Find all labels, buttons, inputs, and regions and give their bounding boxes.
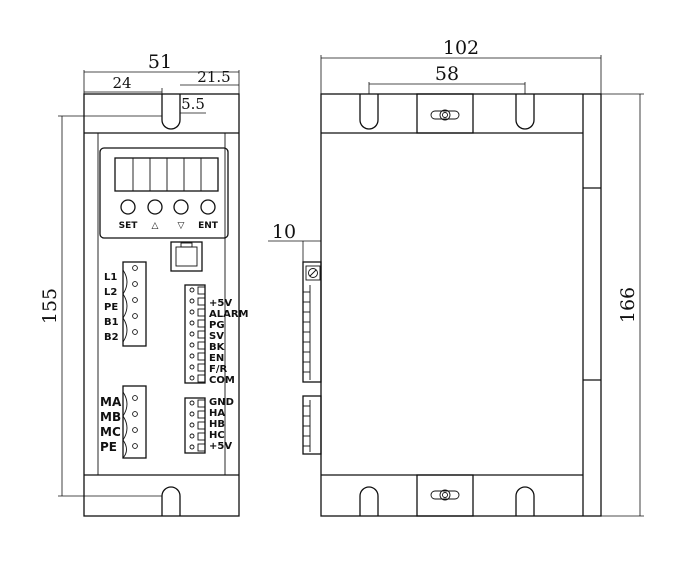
dim-slot-width: 5.5 [181, 95, 205, 113]
front-dimensions: 51 24 21.5 5.5 155 [39, 51, 240, 497]
signal-pg-label: PG [209, 320, 225, 331]
ent-button-label: ENT [198, 221, 219, 231]
heatsink-fin-profile [582, 94, 601, 516]
side-housing [320, 93, 602, 517]
signal-sv-label: SV [209, 331, 224, 342]
side-hall-connector [302, 395, 322, 455]
top-screw-block [416, 93, 474, 134]
rj45-port [170, 241, 203, 272]
ent-button [200, 199, 216, 215]
set-button [120, 199, 136, 215]
signal-fr-label: F/R [209, 364, 227, 375]
side-signal-connector [302, 261, 322, 383]
terminal-b1-label: B1 [104, 317, 119, 328]
signal-terminal-block: +5V ALARM PG SV BK EN F/R COM [184, 284, 249, 386]
bottom-mount-slot [161, 486, 181, 516]
top-mount-slot [161, 94, 181, 130]
dim-front-left-offset: 24 [112, 74, 131, 92]
signal-com-label: COM [209, 375, 235, 386]
hall-5v-label: +5V [209, 441, 232, 452]
hall-ha-label: HA [209, 408, 225, 419]
terminal-l1-label: L1 [104, 272, 117, 283]
side-dimensions: 102 58 10 166 [268, 37, 644, 517]
side-top-slot-left [359, 94, 379, 130]
down-button [173, 199, 189, 215]
hall-hc-label: HC [209, 430, 225, 441]
terminal-mb-label: MB [100, 410, 121, 424]
terminal-b2-label: B2 [104, 332, 119, 343]
front-view: SET △ ▽ ENT L1 L2 PE B1 B2 [39, 51, 249, 517]
signal-en-label: EN [209, 353, 224, 364]
control-panel [99, 147, 229, 239]
set-button-label: SET [119, 221, 139, 231]
motor-terminal-block: MA MB MC PE [100, 385, 147, 459]
down-button-label: ▽ [178, 221, 185, 231]
terminal-pe-label: PE [104, 302, 118, 313]
led-display [114, 157, 219, 192]
signal-5v-label: +5V [209, 298, 232, 309]
dim-side-connector-depth: 10 [272, 221, 296, 243]
up-button [147, 199, 163, 215]
dim-side-hole-spacing: 58 [435, 63, 459, 85]
side-bottom-slot-right [515, 486, 535, 516]
side-view: 102 58 10 166 [268, 37, 644, 517]
dim-side-width: 102 [443, 37, 479, 59]
up-button-label: △ [152, 221, 159, 231]
signal-bk-label: BK [209, 342, 226, 353]
side-top-slot-right [515, 94, 535, 130]
side-bottom-slot-left [359, 486, 379, 516]
power-terminal-block: L1 L2 PE B1 B2 [104, 261, 147, 347]
terminal-ma-label: MA [100, 395, 122, 409]
dim-side-height: 166 [617, 287, 639, 323]
signal-alarm-label: ALARM [209, 309, 249, 320]
hall-hb-label: HB [209, 419, 225, 430]
hall-terminal-block: GND HA HB HC +5V [184, 397, 234, 454]
panel-buttons: SET △ ▽ ENT [119, 199, 219, 231]
dim-front-width: 51 [148, 51, 172, 73]
dim-front-height: 155 [39, 288, 61, 324]
terminal-mc-label: MC [100, 425, 121, 439]
bottom-screw-block [416, 474, 474, 517]
terminal-motor-pe-label: PE [100, 440, 117, 454]
hall-gnd-label: GND [209, 397, 234, 408]
dim-front-right-offset: 21.5 [197, 68, 230, 86]
terminal-l2-label: L2 [104, 287, 117, 298]
